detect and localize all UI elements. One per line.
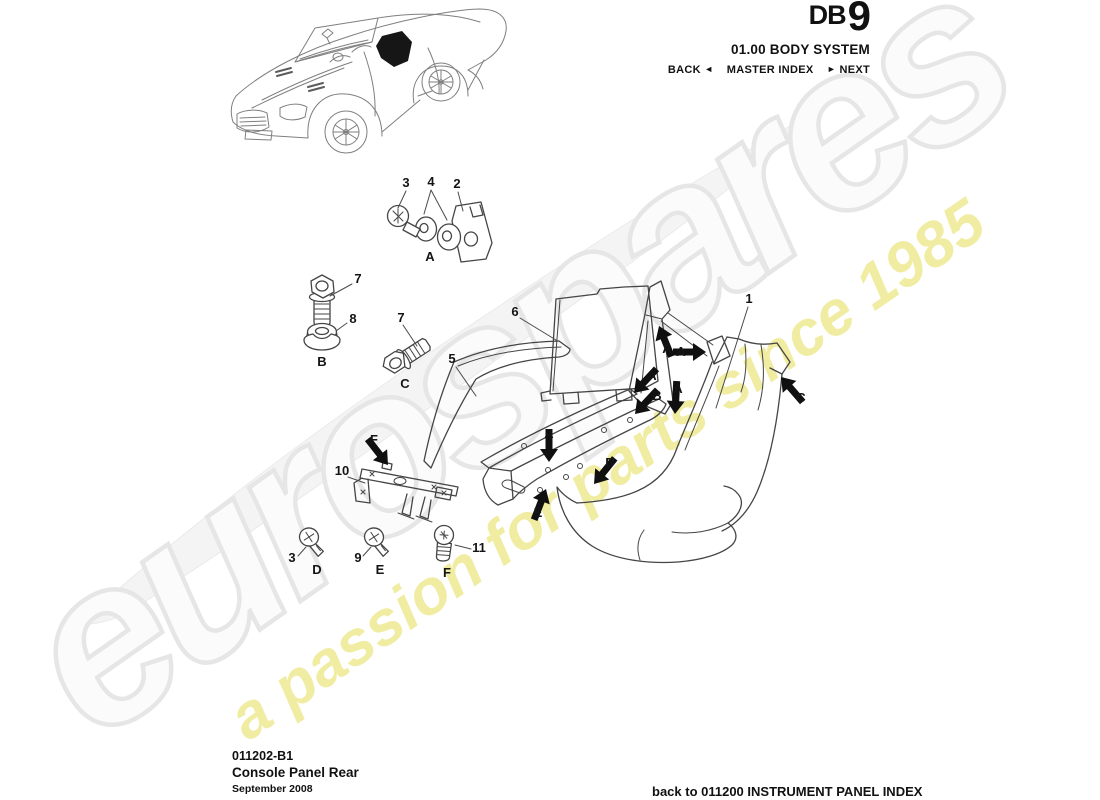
car-locator-illustration — [230, 8, 507, 154]
arrow-c — [781, 377, 806, 405]
location-highlight — [376, 31, 412, 67]
part-number-label: 8 — [349, 311, 356, 326]
part-number-label: 5 — [448, 351, 455, 366]
ref-letter-label: D — [605, 455, 614, 470]
nav-next-link[interactable]: ► NEXT — [827, 64, 870, 76]
arrow-d — [594, 456, 618, 484]
section-title: 01.00 BODY SYSTEM — [731, 42, 870, 57]
ref-letter-label: E — [534, 505, 543, 520]
leader-lines — [297, 189, 749, 557]
part-number-label: 3 — [402, 175, 409, 190]
part-2-clip-plate — [451, 201, 493, 263]
part-number-label: 7 — [354, 271, 361, 286]
drawing-title: Console Panel Rear — [232, 764, 359, 780]
part-5-side-panel — [423, 340, 571, 469]
part-3-screw — [386, 204, 421, 238]
ref-letter-label: B — [317, 354, 326, 369]
part-7-bolt-c — [382, 337, 431, 374]
page-header: DB9 01.00 BODY SYSTEM BACK ◄ MASTER INDE… — [668, 0, 871, 76]
part-9-screw-e — [363, 527, 389, 557]
ref-letter-label: C — [400, 376, 410, 391]
ref-letter-label: A — [662, 341, 672, 356]
db9-logo-nine: 9 — [847, 0, 871, 39]
carpet-outline — [556, 485, 742, 564]
ref-letter-label: A — [673, 381, 683, 396]
ref-letter-label: A — [544, 426, 554, 441]
part-4-washers — [414, 216, 462, 251]
nav-back-label: BACK — [667, 64, 701, 76]
part-back-closing-panel — [628, 280, 714, 415]
part-number-label: 6 — [511, 304, 518, 319]
drawing-info: 011202-B1 Console Panel Rear September 2… — [232, 749, 359, 795]
header-nav: BACK ◄ MASTER INDEX ► NEXT — [668, 64, 870, 76]
part-10-bracket — [353, 461, 459, 523]
part-11-screw-f — [433, 524, 455, 562]
nav-master-label: MASTER INDEX — [726, 64, 814, 76]
part-number-label: 10 — [335, 463, 349, 478]
watermark: eurospares a passion for parts since 198… — [0, 0, 1056, 788]
arrow-a-right — [673, 343, 706, 361]
part-number-label: 11 — [472, 540, 486, 555]
ref-letter-label: A — [425, 249, 435, 264]
next-arrow-icon: ► — [826, 64, 837, 74]
part-number-label: 2 — [453, 176, 460, 191]
index-link-container: back to 011200 INSTRUMENT PANEL INDEX — [652, 783, 922, 800]
nav-back-link[interactable]: BACK ◄ — [668, 64, 714, 76]
db9-logo-db: DB — [808, 0, 847, 30]
part-7-bolt-b — [308, 274, 336, 329]
part-number-label: 9 — [354, 550, 361, 565]
ref-letter-label: A — [676, 344, 686, 359]
part-3-screw-d — [298, 527, 324, 557]
drawing-date: September 2008 — [232, 782, 313, 795]
arrow-a-mid — [634, 366, 660, 393]
ref-letter-label: A — [647, 368, 657, 383]
ref-letter-label: D — [312, 562, 321, 577]
back-arrow-icon: ◄ — [704, 64, 714, 74]
part-1-side-trim-panel — [576, 335, 791, 532]
arrow-a-down-right — [666, 380, 685, 414]
arrow-e — [530, 489, 550, 522]
ref-letter-label: F — [443, 565, 451, 580]
part-number-label: 1 — [745, 291, 752, 306]
part-number-label: 3 — [288, 550, 295, 565]
arrow-b — [635, 387, 661, 414]
ref-letter-label: B — [652, 388, 661, 403]
part-6-rear-panel — [540, 285, 659, 405]
nav-master-index-link[interactable]: MASTER INDEX — [727, 64, 814, 76]
watermark-brand-text: eurospares — [0, 0, 1056, 788]
ref-letter-label: E — [376, 562, 385, 577]
ref-letter-label: C — [796, 390, 806, 405]
nav-next-label: NEXT — [839, 64, 870, 76]
watermark-swoosh — [76, 109, 819, 626]
arrow-f — [364, 436, 388, 465]
ref-letter-label: F — [370, 432, 378, 447]
drawing-number: 011202-B1 — [232, 749, 294, 763]
console-tray-base — [480, 388, 667, 506]
arrow-a-up — [655, 326, 675, 358]
part-8-grommet — [303, 322, 341, 351]
part-number-label: 7 — [397, 310, 404, 325]
fixing-arrows — [364, 326, 806, 522]
arrow-a-down-left — [540, 429, 558, 462]
instrument-panel-index-link[interactable]: back to 011200 INSTRUMENT PANEL INDEX — [652, 784, 923, 799]
db9-logo: DB9 — [668, 0, 871, 44]
part-number-label: 4 — [427, 174, 435, 189]
